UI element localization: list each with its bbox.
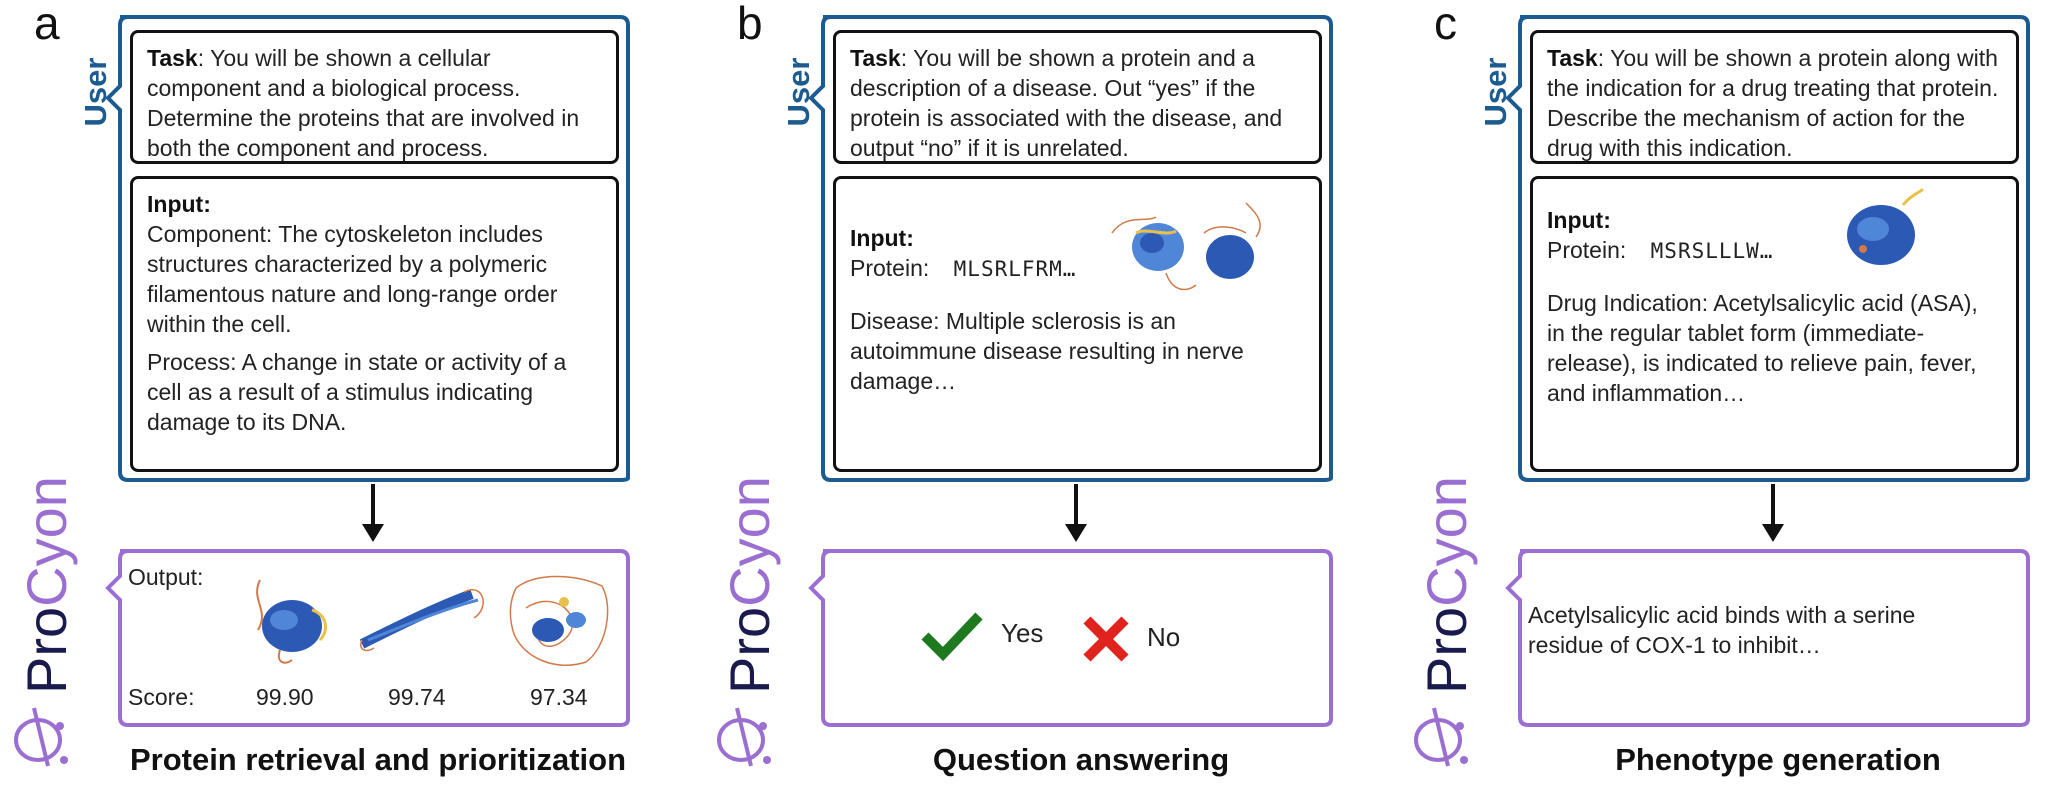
- protein-line: Protein: MSRSLLLW…: [1547, 235, 2002, 266]
- output-label: Output:: [128, 564, 204, 590]
- checkmark-icon: [921, 612, 983, 662]
- procyon-mark-icon: [14, 707, 68, 767]
- task-heading: Task: [147, 45, 198, 71]
- user-speech-bubble: [1505, 15, 2030, 482]
- task-text: : You will be shown a cellular component…: [147, 45, 580, 161]
- user-label: User: [781, 57, 816, 127]
- score-value: 99.90: [256, 684, 314, 710]
- output-text: Acetylsalicylic acid binds with a serine…: [1528, 602, 1916, 658]
- procyon-logo-text: ProCyon: [14, 476, 79, 694]
- user-box: User Task: You will be shown a cellular …: [78, 14, 638, 482]
- cross-icon: [1083, 616, 1129, 662]
- panel-a: a User Task: You will be shown a cellula…: [0, 0, 682, 785]
- user-speech-bubble: [808, 15, 1333, 482]
- task-heading: Task: [850, 45, 901, 71]
- score-label: Score:: [128, 684, 195, 710]
- input-box: Input: Protein: MLSRLFRM… Disease: Multi…: [833, 176, 1322, 472]
- procyon-pro: Pro: [15, 606, 78, 694]
- down-arrow-icon: [1762, 484, 1784, 542]
- procyon-logo-text: ProCyon: [1414, 476, 1479, 694]
- score-value: 97.34: [530, 684, 588, 710]
- task-text: : You will be shown a protein along with…: [1547, 45, 1999, 161]
- protein-structure-icon: [256, 579, 328, 664]
- user-box: User Task: You will be shown a protein a…: [781, 14, 1341, 482]
- protein-sequence: MSRSLLLW…: [1650, 239, 1774, 263]
- protein-structure-icon: [1111, 202, 1261, 291]
- disease-text: Disease: Multiple sclerosis is an autoim…: [850, 308, 1244, 394]
- down-arrow-icon: [362, 484, 384, 542]
- score-value: 99.74: [388, 684, 446, 710]
- user-label: User: [78, 57, 113, 127]
- procyon-pro: Pro: [1415, 606, 1478, 694]
- input-heading: Input:: [850, 225, 914, 251]
- user-label: User: [1478, 57, 1513, 127]
- procyon-logo-text: ProCyon: [717, 476, 782, 694]
- no-label: No: [1147, 622, 1181, 652]
- protein-label: Protein:: [850, 255, 930, 281]
- task-box: Task: You will be shown a cellular compo…: [130, 30, 619, 164]
- task-text: : You will be shown a protein and a desc…: [850, 45, 1283, 161]
- input-component-text: Component: The cytoskeleton includes str…: [147, 221, 558, 337]
- input-heading: Input:: [147, 191, 211, 217]
- yes-label: Yes: [1001, 618, 1044, 648]
- input-heading: Input:: [1547, 207, 1611, 233]
- panel-caption: Question answering: [932, 742, 1230, 777]
- panel-b: b User Task: You will be shown a protein…: [703, 0, 1385, 785]
- procyon-cyon: Cyon: [1415, 476, 1478, 607]
- output-speech-bubble: [1505, 549, 2030, 727]
- output-box: Output: Score: 99.90 99.74 97.34: [105, 548, 646, 728]
- panel-caption: Protein retrieval and prioritization: [129, 742, 627, 777]
- indication-text: Drug Indication: Acetylsalicylic acid (A…: [1547, 290, 1978, 406]
- procyon-mark-icon: [1414, 707, 1468, 767]
- procyon-mark-icon: [717, 707, 771, 767]
- output-speech-bubble: [808, 549, 1333, 727]
- panel-caption: Phenotype generation: [1615, 742, 1941, 777]
- protein-sequence: MLSRLFRM…: [953, 257, 1077, 281]
- protein-structure-icon: [1847, 187, 1925, 265]
- panel-c: c User Task: You will be shown a protein…: [1400, 0, 2048, 785]
- panel-letter: b: [737, 0, 763, 49]
- user-speech-bubble: [105, 15, 630, 482]
- output-box: Yes No: [808, 548, 1349, 728]
- procyon-cyon: Cyon: [15, 476, 78, 607]
- input-box: Input: Component: The cytoskeleton inclu…: [130, 176, 619, 472]
- protein-line: Protein: MLSRLFRM…: [850, 253, 1305, 284]
- procyon-cyon: Cyon: [718, 476, 781, 607]
- task-heading: Task: [1547, 45, 1598, 71]
- protein-label: Protein:: [1547, 237, 1627, 263]
- output-box: Acetylsalicylic acid binds with a serine…: [1505, 548, 2046, 728]
- protein-structure-icon: [359, 589, 484, 652]
- panel-letter: a: [34, 0, 60, 49]
- procyon-pro: Pro: [718, 606, 781, 694]
- user-box: User Task: You will be shown a protein a…: [1478, 14, 2038, 482]
- protein-structure-icon: [509, 575, 609, 666]
- down-arrow-icon: [1065, 484, 1087, 542]
- output-speech-bubble: [105, 549, 630, 727]
- task-box: Task: You will be shown a protein along …: [1530, 30, 2019, 164]
- panel-letter: c: [1434, 0, 1457, 49]
- task-box: Task: You will be shown a protein and a …: [833, 30, 1322, 164]
- input-box: Input: Protein: MSRSLLLW… Drug Indicatio…: [1530, 176, 2019, 472]
- input-process-text: Process: A change in state or activity o…: [147, 349, 567, 435]
